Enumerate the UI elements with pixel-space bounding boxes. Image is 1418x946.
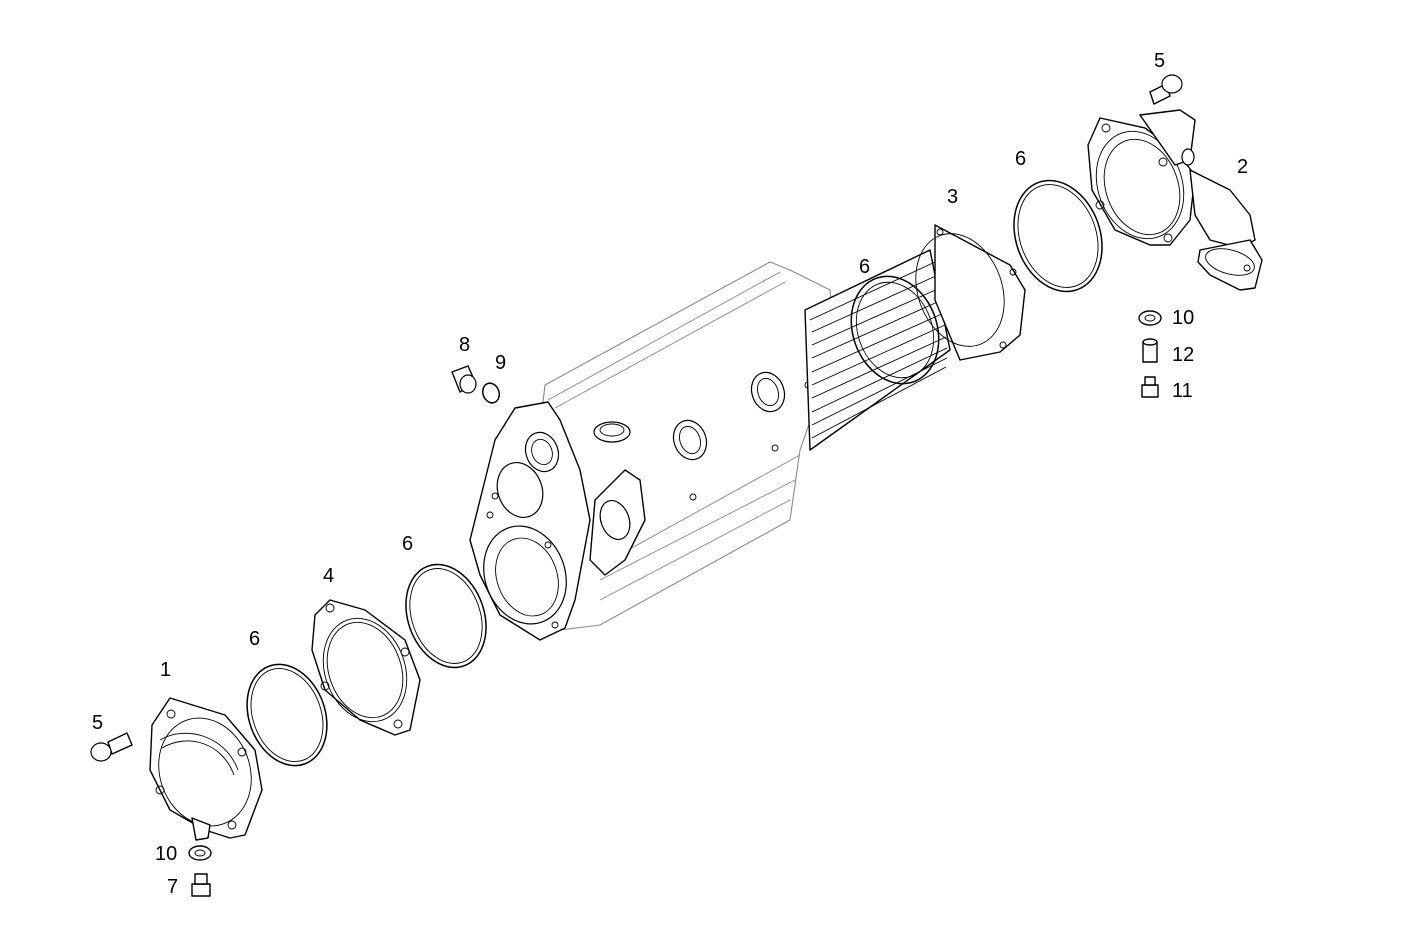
washer-10-top: [1138, 310, 1162, 326]
plug-8: [451, 365, 477, 394]
main-housing: [469, 261, 836, 641]
callout-6-c: 6: [859, 256, 870, 278]
pin-12: [1142, 338, 1158, 363]
callout-12: 12: [1172, 344, 1194, 366]
callout-3: 3: [947, 186, 958, 208]
callout-5-top: 5: [1154, 50, 1165, 72]
callout-6-b: 6: [402, 533, 413, 555]
callout-6-d: 6: [1015, 148, 1026, 170]
o-ring-6a: [246, 663, 328, 767]
o-ring-6b: [405, 563, 487, 669]
gasket-plate: [311, 599, 421, 736]
o-ring-6d: [1013, 179, 1103, 293]
callout-11: 11: [1172, 380, 1193, 402]
callout-2: 2: [1237, 156, 1248, 178]
bolt-5-top: [1149, 74, 1183, 105]
bolt-5-left: [90, 732, 133, 762]
callout-10-top: 10: [1172, 307, 1194, 329]
callout-8: 8: [459, 334, 470, 356]
callout-9: 9: [495, 352, 506, 374]
callout-10-bottom: 10: [155, 843, 177, 865]
washer-10-bottom: [188, 845, 212, 861]
callout-1: 1: [160, 659, 171, 681]
washer-9: [481, 382, 501, 404]
plug-11: [1141, 376, 1159, 398]
callout-5-left: 5: [92, 712, 103, 734]
tube-bundle: [804, 224, 1026, 451]
elbow-cover: [1087, 109, 1263, 291]
end-cover: [149, 697, 263, 841]
callout-6-a: 6: [249, 628, 260, 650]
callout-7: 7: [167, 876, 178, 898]
callout-4: 4: [323, 565, 334, 587]
plug-7: [191, 873, 211, 897]
